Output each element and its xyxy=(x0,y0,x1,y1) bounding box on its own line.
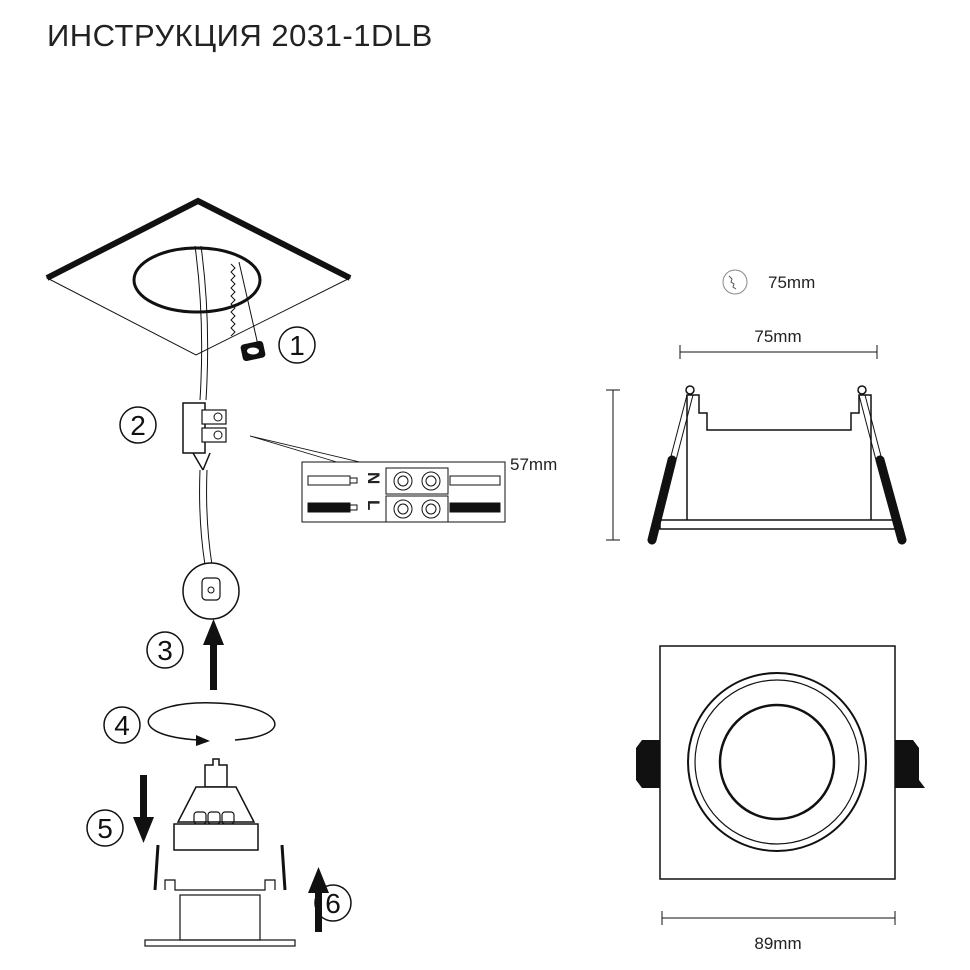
live-label: L xyxy=(364,500,383,510)
saw-icon xyxy=(230,261,266,362)
step-5: 5 xyxy=(97,813,113,844)
dimension-width xyxy=(679,345,878,359)
fixture-top-view xyxy=(636,645,925,880)
fixture-side-view xyxy=(647,385,907,545)
dimension-outer xyxy=(661,911,896,925)
cutout-dimension: 75mm xyxy=(768,273,815,292)
page-title: ИНСТРУКЦИЯ 2031-1DLB xyxy=(47,18,433,53)
terminal-block xyxy=(182,402,386,566)
step-2: 2 xyxy=(130,410,146,441)
gu10-bulb xyxy=(173,758,259,851)
step-1: 1 xyxy=(289,330,305,361)
dimension-height xyxy=(606,389,620,541)
ceiling-panel xyxy=(45,197,352,401)
rotate-arrow xyxy=(147,702,276,746)
lamp-holder xyxy=(182,562,240,620)
width-label: 75mm xyxy=(754,327,801,346)
step-6: 6 xyxy=(325,888,341,919)
arrow-up-3 xyxy=(203,619,224,690)
neutral-label: N xyxy=(364,472,383,484)
step-3: 3 xyxy=(157,635,173,666)
arrow-down-5 xyxy=(133,775,154,843)
arrow-up-6 xyxy=(308,867,329,932)
fixture-small xyxy=(144,844,296,947)
height-label: 57mm xyxy=(510,455,557,474)
wiring-callout: N L xyxy=(301,461,506,523)
step-4: 4 xyxy=(114,710,130,741)
outer-label: 89mm xyxy=(754,934,801,953)
saw-cutout-icon xyxy=(722,269,748,295)
